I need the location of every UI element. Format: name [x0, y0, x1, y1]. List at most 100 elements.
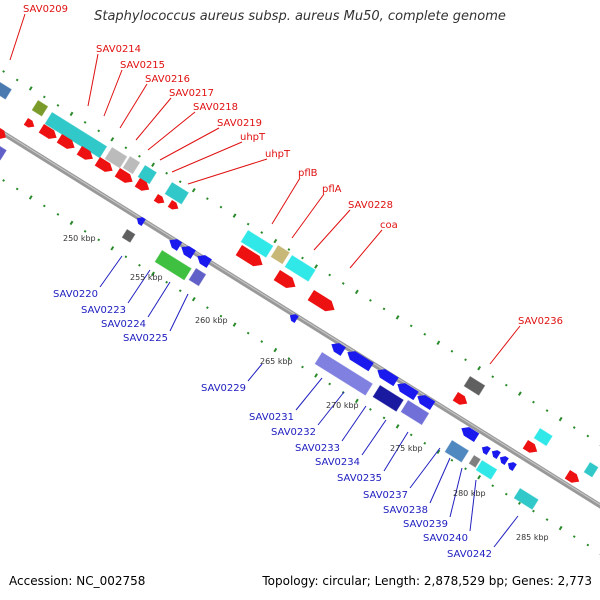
forward-label-leader: [87, 53, 99, 107]
reverse-label-leader: [493, 515, 519, 548]
forward-gene-label: SAV0218: [193, 102, 238, 113]
tick-mark: [56, 213, 60, 216]
genome-backbone: [0, 128, 600, 509]
scale-label: 265 kbp: [260, 357, 293, 366]
tick-mark: [477, 365, 482, 371]
tick-mark: [477, 474, 482, 480]
tick-mark: [382, 416, 386, 420]
tick-mark: [206, 306, 209, 310]
forward-gene-arrow: [114, 168, 133, 183]
tick-mark: [260, 340, 264, 343]
tick-mark: [206, 197, 209, 201]
forward-label-leader: [119, 83, 148, 129]
reverse-gene-label: SAV0229: [201, 383, 246, 394]
forward-gene-arrow: [235, 245, 263, 267]
tick-mark: [504, 492, 508, 496]
forward-gene-label: pflB: [298, 168, 318, 179]
reverse-gene-label: SAV0225: [123, 333, 168, 344]
forward-label-leader: [271, 177, 301, 225]
forward-label-leader: [103, 69, 123, 117]
tick-marks: [2, 70, 600, 556]
tick-mark: [273, 347, 278, 353]
reverse-gene-arrow: [481, 446, 491, 456]
reverse-gene-arrow: [169, 239, 183, 251]
map-title: Staphylococcus aureus subsp. aureus Mu50…: [94, 9, 506, 24]
forward-gene-label: SAV0219: [217, 118, 262, 129]
tick-mark: [246, 331, 250, 335]
tick-mark: [138, 154, 141, 158]
scale-label: 285 kbp: [516, 533, 549, 542]
tick-mark: [423, 441, 427, 445]
reverse-gene-arrow: [347, 351, 374, 372]
forward-gene-arrow: [38, 124, 57, 139]
forward-gene-label: SAV0216: [145, 74, 190, 85]
tick-mark: [69, 220, 74, 226]
reverse-gene-arrow: [197, 255, 212, 268]
reverse-label-leader: [317, 391, 345, 426]
gene-feature-block: [31, 99, 49, 118]
tick-mark: [191, 296, 196, 302]
tick-mark: [273, 238, 278, 244]
forward-gene-arrow: [153, 194, 165, 204]
tick-mark: [28, 86, 33, 91]
tick-mark: [178, 289, 182, 293]
tick-mark: [287, 357, 291, 360]
forward-label-leader: [135, 97, 172, 141]
forward-label-leader: [291, 193, 325, 239]
gene-feature-block: [188, 267, 207, 287]
scale-label: 280 kbp: [453, 489, 486, 498]
tick-mark: [545, 409, 549, 412]
tick-mark: [151, 162, 155, 167]
forward-gene-label: SAV0228: [348, 200, 393, 211]
reverse-gene-arrow: [397, 383, 419, 401]
tick-mark: [532, 400, 535, 404]
reverse-gene-label: SAV0234: [315, 457, 360, 468]
tick-mark: [450, 349, 454, 353]
forward-gene-label: pflA: [322, 184, 342, 195]
tick-mark: [491, 375, 495, 379]
genome-backbone-highlight: [0, 129, 600, 506]
tick-mark: [572, 535, 576, 538]
tick-mark: [97, 238, 101, 242]
gene-feature-block: [475, 459, 498, 481]
forward-gene-label: uhpT: [265, 149, 291, 160]
reverse-label-leader: [469, 479, 477, 532]
forward-gene-arrow: [76, 146, 93, 160]
reverse-gene-label: SAV0223: [81, 305, 126, 316]
tick-mark: [232, 213, 237, 218]
forward-gene-arrow: [94, 157, 113, 172]
tick-mark: [165, 171, 169, 175]
gene-feature-block: [468, 454, 482, 469]
genome-summary-text: Topology: circular; Length: 2,878,529 bp…: [262, 574, 592, 588]
reverse-gene-arrow: [417, 395, 436, 411]
tick-mark: [301, 256, 304, 260]
accession-text: Accession: NC_002758: [9, 574, 146, 588]
forward-gene-arrow: [0, 128, 6, 140]
tick-mark: [15, 78, 19, 82]
reverse-gene-label: SAV0233: [295, 443, 340, 454]
forward-gene-label: SAV0236: [518, 316, 563, 327]
tick-mark: [369, 408, 372, 411]
forward-gene-arrow: [56, 134, 75, 149]
reverse-gene-arrow: [507, 462, 517, 472]
reverse-label-leader: [169, 293, 189, 332]
tick-mark: [558, 416, 563, 422]
reverse-label-leader: [341, 405, 367, 442]
tick-mark: [436, 340, 441, 346]
forward-gene-arrow: [167, 200, 179, 210]
tick-mark: [572, 426, 576, 429]
reverse-label-leader: [449, 467, 463, 518]
forward-label-leader: [159, 127, 220, 161]
reverse-gene-label: SAV0237: [363, 490, 408, 501]
gene-feature-block: [164, 181, 190, 206]
gene-feature-block: [533, 427, 554, 447]
tick-mark: [354, 289, 359, 295]
reverse-gene-arrow: [461, 427, 480, 443]
tick-mark: [464, 467, 467, 471]
gene-feature-block: [270, 244, 291, 265]
reverse-gene-arrow: [331, 343, 346, 356]
gene-features: [0, 81, 600, 511]
reverse-gene-label: SAV0224: [101, 319, 146, 330]
